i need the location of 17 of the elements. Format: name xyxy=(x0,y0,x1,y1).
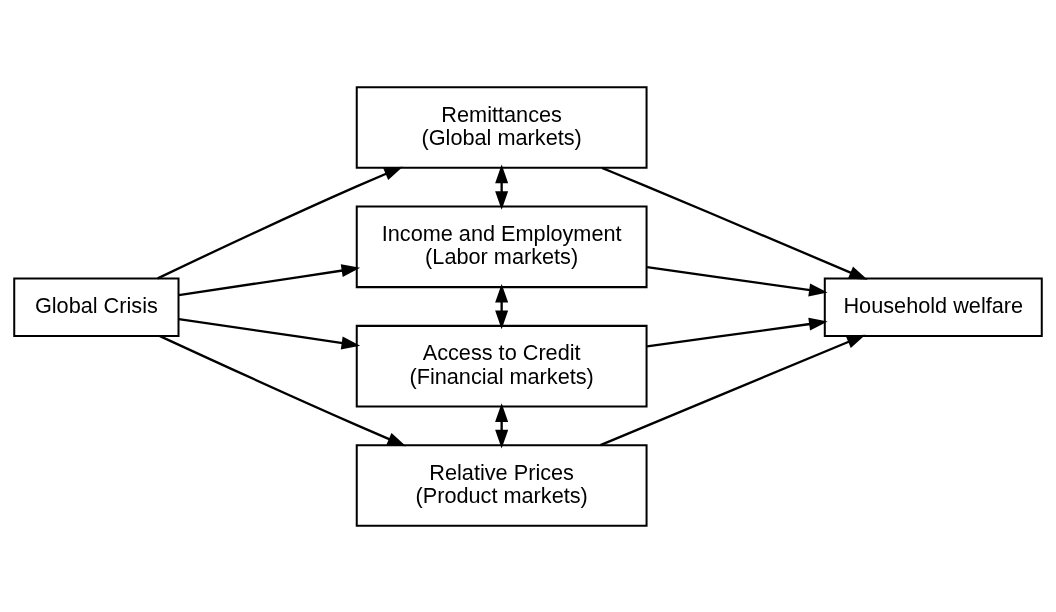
node-box: Access to Credit (Financial markets) xyxy=(355,324,648,407)
arrow xyxy=(159,334,406,446)
arrow xyxy=(178,317,361,349)
arrow xyxy=(646,317,828,348)
arrow xyxy=(157,166,403,279)
arrow xyxy=(646,265,828,296)
arrow xyxy=(495,283,509,329)
node-box: Global Crisis xyxy=(13,277,180,337)
node-box: Household welfare xyxy=(823,277,1043,337)
arrow xyxy=(600,334,866,446)
arrow xyxy=(178,263,361,296)
arrow xyxy=(495,402,509,448)
node-box: Income and Employment (Labor markets) xyxy=(355,205,648,288)
node-box: Relative Prices (Product markets) xyxy=(355,443,648,527)
arrow xyxy=(495,164,509,210)
arrow xyxy=(601,166,868,280)
node-box: Remittances (Global markets) xyxy=(355,85,648,169)
